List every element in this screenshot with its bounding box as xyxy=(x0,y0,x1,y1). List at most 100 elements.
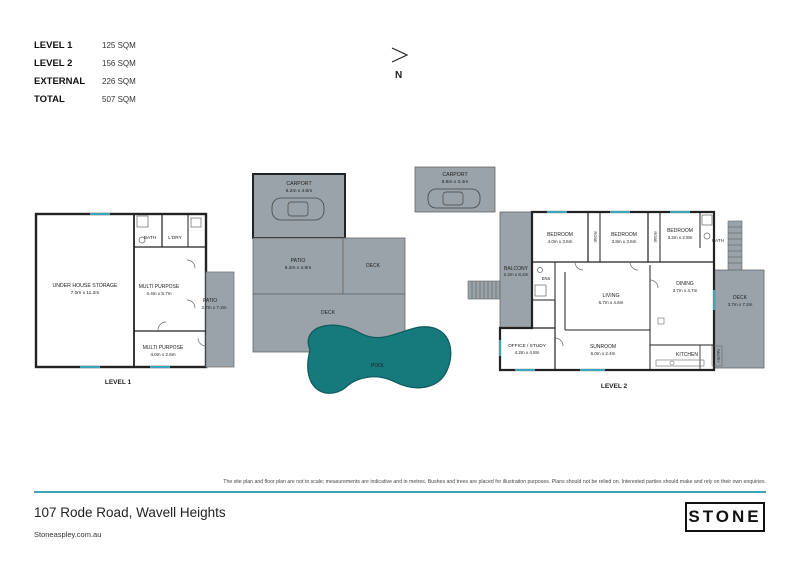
room-dim: 3.8m x 3.6m xyxy=(612,239,637,244)
room-label: CARPORT xyxy=(442,172,468,178)
floor-plan: UNDER HOUSE STORAGE 7.0m x 11.2m BATH L'… xyxy=(34,166,765,394)
room-dim: 6.3m x 4.9m xyxy=(285,265,311,271)
level2-title: LEVEL 2 xyxy=(601,383,628,390)
toilet-icon xyxy=(537,267,543,273)
room-label: DECK xyxy=(733,295,748,301)
brand-logo: STONE xyxy=(685,502,765,532)
toilet-icon xyxy=(703,232,711,240)
area-row-total: TOTAL 507 SQM xyxy=(34,90,136,108)
sink-icon xyxy=(669,360,675,366)
shower-icon xyxy=(136,215,149,228)
room-label: L'DRY xyxy=(168,235,182,241)
toilet-icon xyxy=(138,236,146,244)
room-label: PATIO xyxy=(291,258,306,264)
room-label: DECK xyxy=(366,263,381,269)
level1-patio xyxy=(205,271,235,368)
stairs-left xyxy=(467,280,501,300)
door-swing-icon xyxy=(157,321,167,331)
carport-left xyxy=(252,173,346,239)
room-dim: 3.2m x 2.8m xyxy=(668,235,693,240)
room-dim: 6.2m x 4.5m xyxy=(286,188,312,194)
room-dim: 5.8m x 3.4m xyxy=(442,179,468,185)
room-label: MULTI PURPOSE xyxy=(139,284,180,290)
pantry-icon xyxy=(711,345,723,367)
room-label: ENS xyxy=(542,276,551,281)
disclaimer-text: The site plan and floor plan are not to … xyxy=(223,479,766,485)
door-swing-icon xyxy=(186,259,196,269)
door-swing-icon xyxy=(554,337,564,347)
room-label: BEDROOM xyxy=(667,228,693,234)
door-swing-icon xyxy=(186,299,196,309)
door-swing-icon xyxy=(574,261,584,271)
level1-plan: UNDER HOUSE STORAGE 7.0m x 11.2m BATH L'… xyxy=(34,212,235,386)
room-label: KITCHEN xyxy=(676,352,698,358)
deck-area xyxy=(713,269,765,369)
level1-outline xyxy=(34,212,208,369)
room-label: BATH xyxy=(712,238,724,243)
pool-shape xyxy=(307,324,452,394)
area-value: 125 SQM xyxy=(102,40,136,50)
room-label: ROBE xyxy=(593,231,598,243)
room-dim: 3.7m x 4.7m xyxy=(673,288,698,293)
tub-icon xyxy=(190,217,202,228)
room-label: PATIO xyxy=(203,298,217,304)
area-label: TOTAL xyxy=(34,93,65,105)
room-label: BATH xyxy=(144,235,157,241)
stairs-right xyxy=(727,220,743,272)
area-label: EXTERNAL xyxy=(34,75,86,87)
patio-external xyxy=(252,237,344,295)
room-label: OFFICE / STUDY xyxy=(508,343,547,349)
level2-plan: BALCONY 2.2m x 8.2m BEDROOM 4.0m x 3.6m … xyxy=(467,210,765,390)
room-dim: 3.7m x 7.2m xyxy=(728,302,753,307)
north-arrow-icon xyxy=(391,47,409,63)
room-dim: 4.0m x 2.6m xyxy=(150,352,175,357)
carport-right xyxy=(414,166,496,213)
external-plan: CARPORT 6.2m x 4.5m PATIO 6.3m x 4.9m DE… xyxy=(252,166,496,394)
room-label: DINING xyxy=(676,281,694,287)
room-label: BALCONY xyxy=(504,266,529,272)
room-dim: 4.0m x 3.6m xyxy=(548,239,573,244)
kitchen-bench-icon xyxy=(655,359,705,367)
fireplace-icon xyxy=(657,317,665,325)
room-label: CARPORT xyxy=(286,181,312,187)
room-dim: 4.2m x 4.8m xyxy=(515,350,540,355)
level1-title: LEVEL 1 xyxy=(105,379,132,386)
room-dim: 6.0m x 2.4m xyxy=(591,351,616,356)
room-label: ROBE xyxy=(653,231,658,243)
area-value: 226 SQM xyxy=(102,76,136,86)
door-swing-icon xyxy=(197,337,207,347)
door-swing-icon xyxy=(649,279,659,289)
room-label: BEDROOM xyxy=(547,232,573,238)
shower-icon xyxy=(534,284,547,297)
room-label: SUNROOM xyxy=(590,344,616,350)
room-label: PANTRY xyxy=(716,349,720,363)
north-label: N xyxy=(395,70,403,81)
area-row-external: EXTERNAL 226 SQM xyxy=(34,72,136,90)
area-label: LEVEL 1 xyxy=(34,39,73,51)
pool-label: POOL xyxy=(371,363,385,369)
door-swing-icon xyxy=(629,261,639,271)
room-dim: 4.4m x 5.7m xyxy=(146,291,171,296)
property-address: 107 Rode Road, Wavell Heights xyxy=(34,505,226,520)
room-label: UNDER HOUSE STORAGE xyxy=(52,283,118,289)
area-summary: LEVEL 1 125 SQM LEVEL 2 156 SQM EXTERNAL… xyxy=(34,36,136,108)
shower-icon xyxy=(701,214,713,226)
area-value: 156 SQM xyxy=(102,58,136,68)
area-row-level2: LEVEL 2 156 SQM xyxy=(34,54,136,72)
car-icon xyxy=(427,188,481,209)
website-link[interactable]: Stoneaspley.com.au xyxy=(34,530,102,539)
room-label: BEDROOM xyxy=(611,232,637,238)
area-label: LEVEL 2 xyxy=(34,57,73,69)
room-label: DECK xyxy=(321,310,336,316)
area-value: 507 SQM xyxy=(102,94,136,104)
deck-upper xyxy=(342,237,406,295)
room-dim: 7.0m x 11.2m xyxy=(71,290,100,296)
car-icon xyxy=(271,197,325,221)
room-dim: 3.7m x 7.2m xyxy=(201,305,226,310)
room-dim: 6.7m x 4.6m xyxy=(599,300,624,305)
area-row-level1: LEVEL 1 125 SQM xyxy=(34,36,136,54)
footer-divider xyxy=(34,491,766,493)
room-label: MULTI PURPOSE xyxy=(143,345,184,351)
room-label: LIVING xyxy=(602,293,619,299)
room-dim: 2.2m x 8.2m xyxy=(504,272,529,277)
